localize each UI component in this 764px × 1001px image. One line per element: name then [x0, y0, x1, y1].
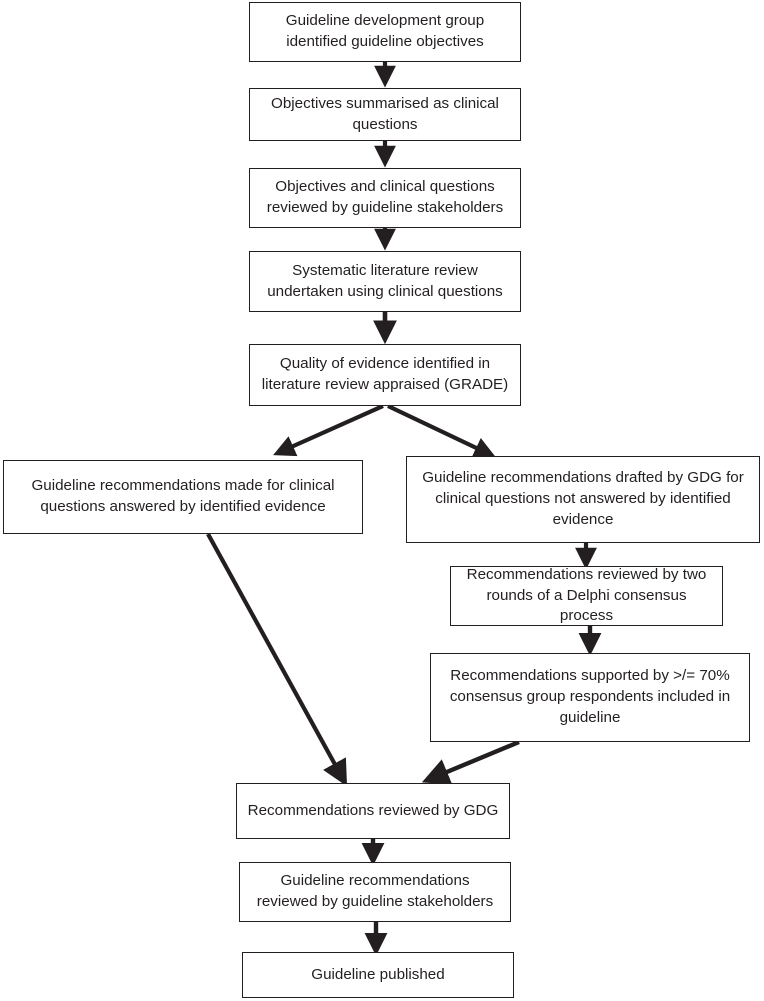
- recommendations-answered-label: Guideline recommendations made for clini…: [31, 477, 335, 515]
- systematic-review-box: Systematic literature review undertaken …: [249, 251, 521, 312]
- objectives-reviewed-label: Objectives and clinical questions review…: [266, 178, 504, 216]
- recommendations-drafted-box: Guideline recommendations drafted by GDG…: [406, 456, 760, 543]
- objectives-summarised-box: Objectives summarised as clinical questi…: [249, 88, 521, 141]
- guideline-objectives-label: Guideline development group identified g…: [285, 12, 485, 50]
- recommendations-reviewed-gdg-label: Recommendations reviewed by GDG: [247, 801, 499, 819]
- objectives-summarised-label: Objectives summarised as clinical questi…: [271, 94, 499, 133]
- recommendations-drafted-label: Guideline recommendations drafted by GDG…: [422, 469, 744, 528]
- guideline-objectives-box: Guideline development group identified g…: [249, 2, 521, 62]
- objectives-reviewed-box: Objectives and clinical questions review…: [249, 168, 521, 228]
- delphi-consensus-label: Recommendations reviewed by two rounds o…: [466, 565, 707, 625]
- guideline-published-label: Guideline published: [311, 965, 445, 983]
- recommendations-reviewed-gdg-box: Recommendations reviewed by GDG: [236, 783, 510, 839]
- guideline-published-box: Guideline published: [242, 952, 514, 998]
- grade-appraisal-label: Quality of evidence identified in litera…: [261, 355, 509, 393]
- recommendations-reviewed-stakeholders-box: Guideline recommendations reviewed by gu…: [239, 862, 511, 922]
- consensus-threshold-box: Recommendations supported by >/= 70% con…: [430, 653, 750, 742]
- systematic-review-label: Systematic literature review undertaken …: [267, 261, 503, 300]
- arrow-n9-n10: [421, 739, 520, 785]
- arrow-n5-n6: [273, 404, 384, 457]
- recommendations-answered-box: Guideline recommendations made for clini…: [3, 460, 363, 534]
- grade-appraisal-box: Quality of evidence identified in litera…: [249, 344, 521, 406]
- consensus-threshold-label: Recommendations supported by >/= 70% con…: [449, 667, 731, 726]
- arrow-n5-n7: [387, 404, 496, 458]
- recommendations-reviewed-stakeholders-label: Guideline recommendations reviewed by gu…: [256, 872, 494, 910]
- arrow-n6-n10: [206, 532, 348, 787]
- delphi-consensus-box: Recommendations reviewed by two rounds o…: [450, 566, 723, 626]
